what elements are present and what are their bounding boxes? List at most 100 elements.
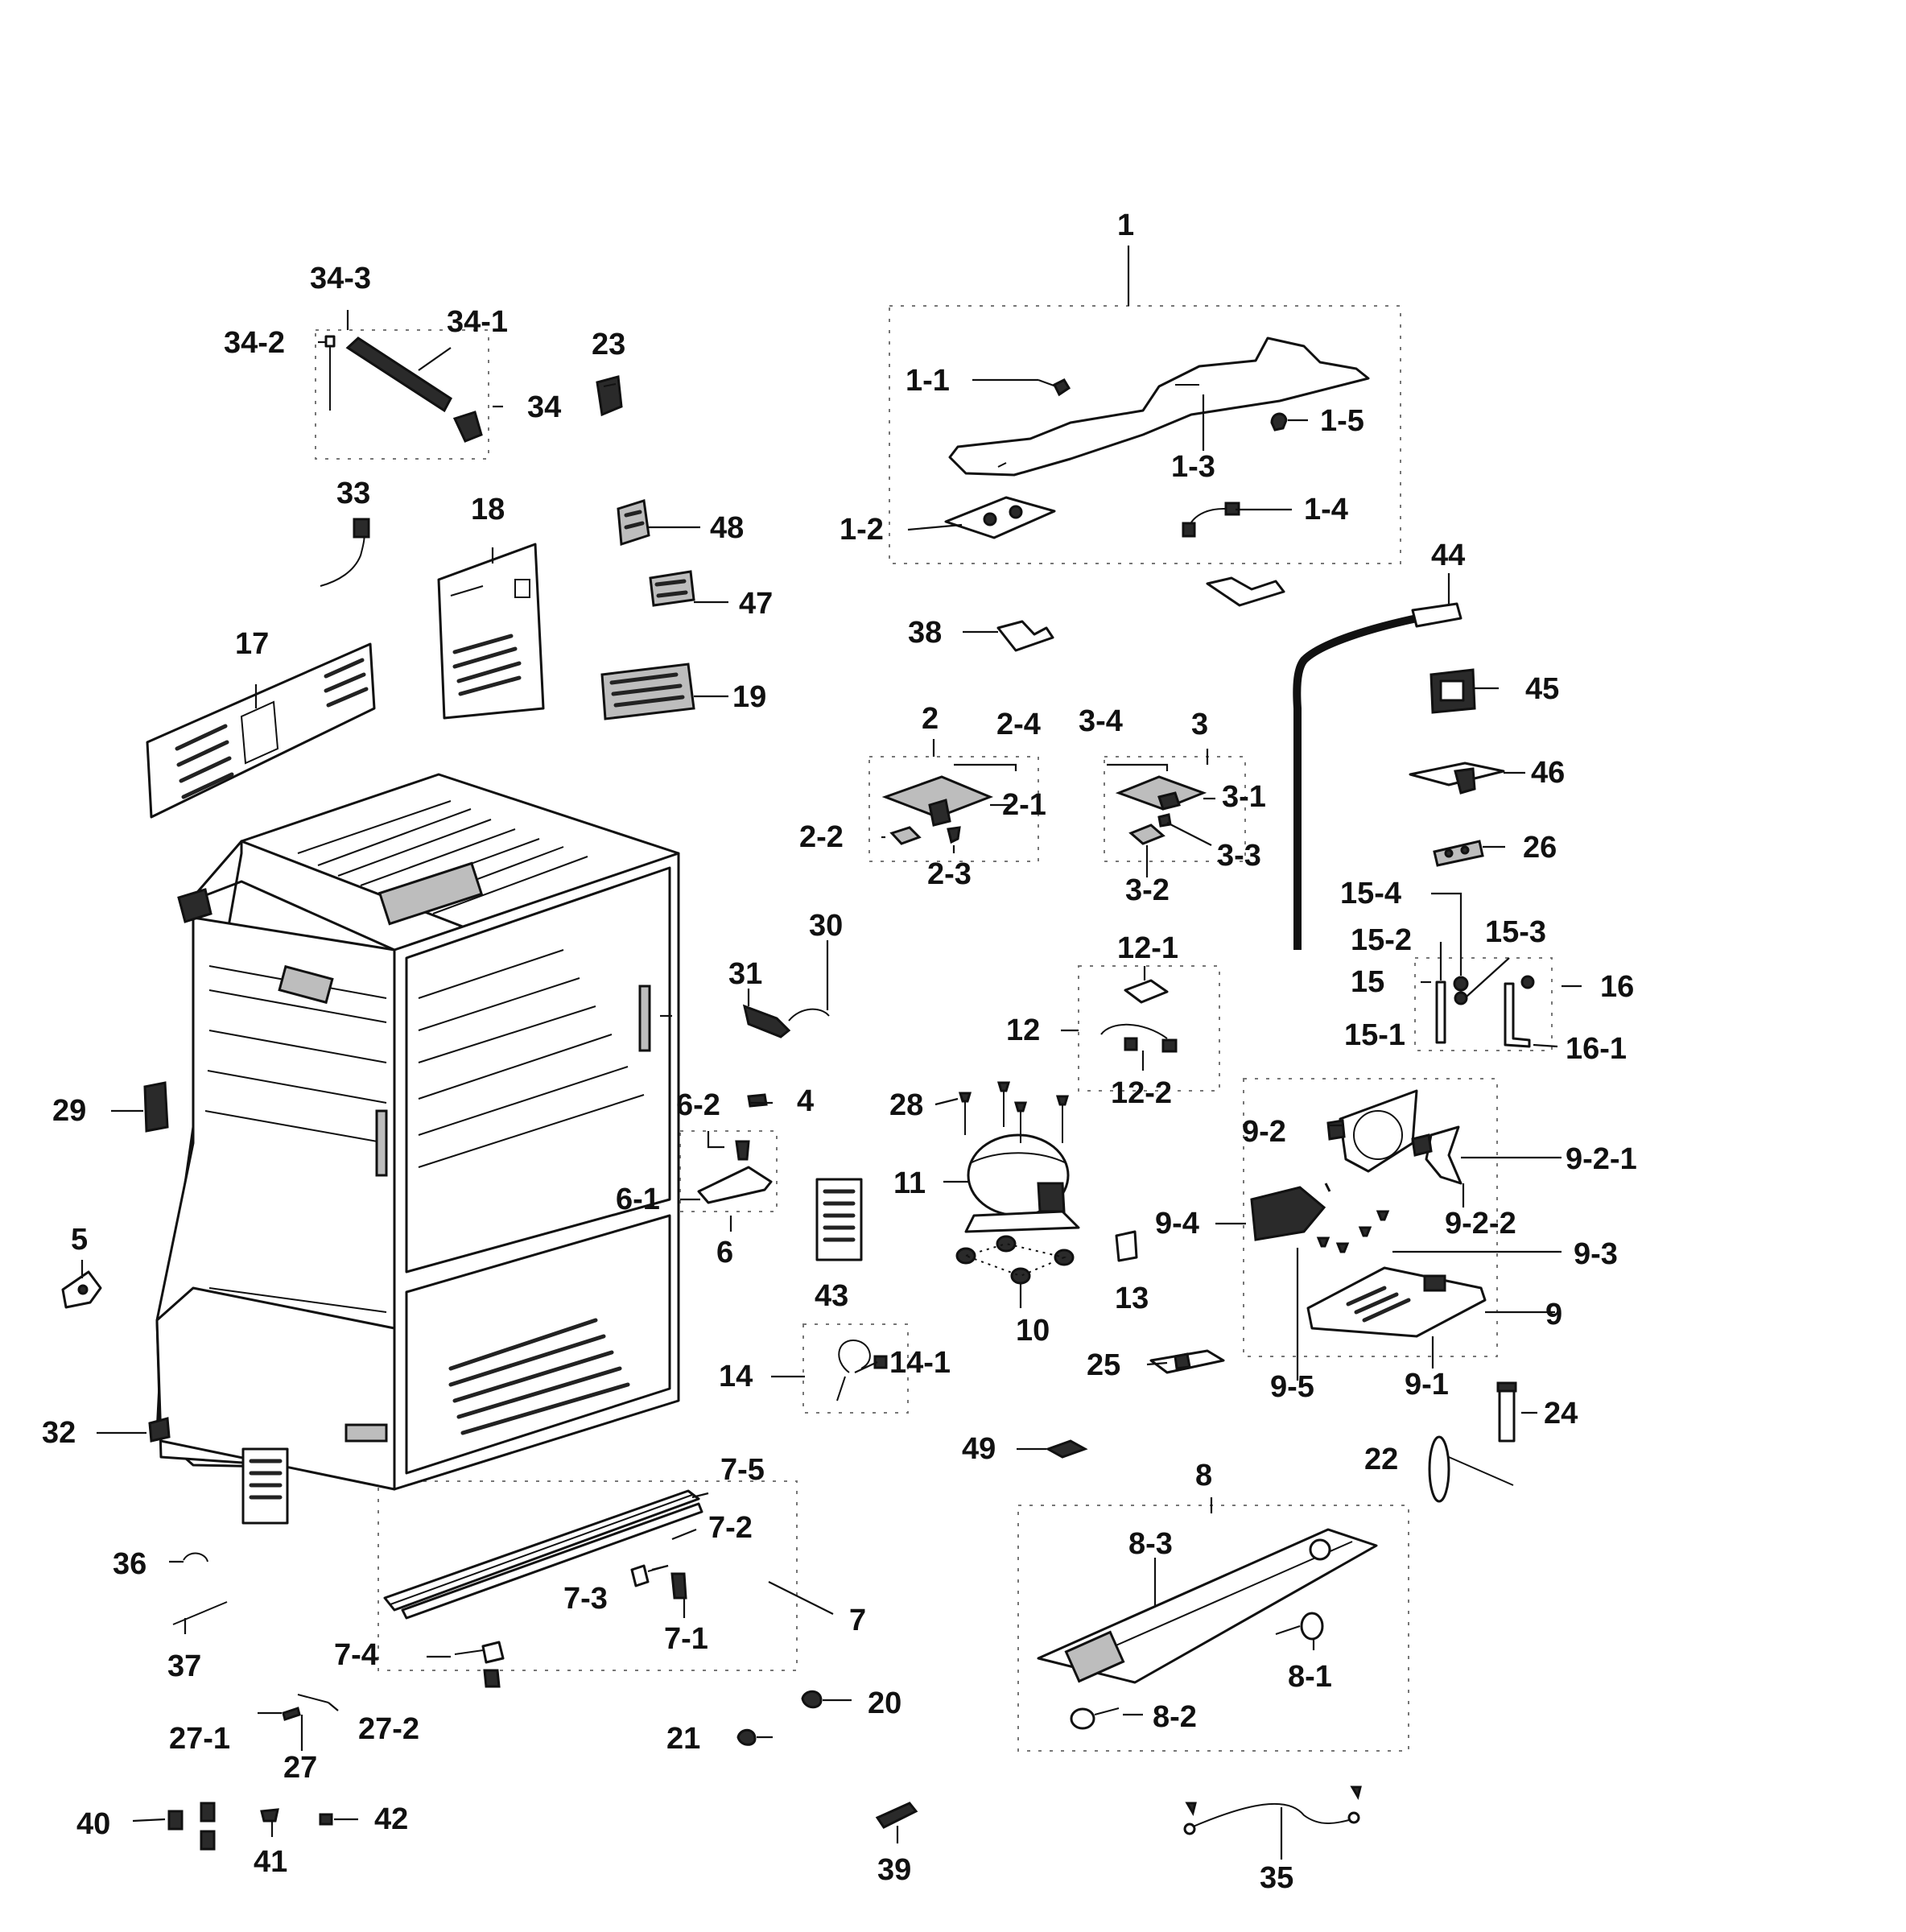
group-box-34 xyxy=(315,329,489,460)
group-box-14 xyxy=(802,1323,909,1414)
label-15: 15 xyxy=(1351,965,1384,999)
label-1-1: 1-1 xyxy=(906,364,950,398)
label-26: 26 xyxy=(1523,831,1557,865)
label-27: 27 xyxy=(283,1751,317,1785)
label-1-5: 1-5 xyxy=(1320,404,1364,438)
part-39-fitting xyxy=(875,1802,918,1829)
label-12-1: 12-1 xyxy=(1117,931,1178,965)
part-32-block xyxy=(148,1417,171,1443)
part-13-relay xyxy=(1115,1230,1138,1262)
part-49-grommet xyxy=(1045,1439,1088,1459)
leader-lines xyxy=(80,246,1582,1860)
label-39: 39 xyxy=(877,1853,911,1887)
label-47: 47 xyxy=(739,587,773,621)
part-10-rubber-feet xyxy=(955,1235,1075,1285)
part-15-4-ring xyxy=(1453,976,1469,992)
label-2-4: 2-4 xyxy=(996,708,1041,741)
label-23: 23 xyxy=(592,328,625,361)
label-1-2: 1-2 xyxy=(840,513,884,547)
label-3: 3 xyxy=(1191,708,1208,741)
part-48-board xyxy=(617,499,650,547)
part-2-2-block xyxy=(889,826,922,845)
part-3-2-block xyxy=(1128,824,1165,845)
label-49: 49 xyxy=(962,1432,996,1466)
label-2-2: 2-2 xyxy=(799,820,844,854)
part-7-1-foot xyxy=(670,1572,687,1600)
label-27-1: 27-1 xyxy=(169,1722,230,1756)
label-30: 30 xyxy=(809,909,843,943)
label-8-2: 8-2 xyxy=(1153,1700,1197,1734)
label-4: 4 xyxy=(797,1084,814,1118)
label-14-1: 14-1 xyxy=(889,1346,951,1380)
group-box-1 xyxy=(889,305,1401,564)
label-44: 44 xyxy=(1431,539,1465,572)
part-21-grommet xyxy=(736,1728,757,1746)
part-9-1-fan-base xyxy=(1306,1266,1487,1338)
label-9: 9 xyxy=(1545,1298,1562,1331)
group-box-15-16 xyxy=(1414,957,1553,1051)
part-16-1-tube xyxy=(1504,982,1531,1048)
part-2-1-plate xyxy=(881,775,994,819)
part-15-1-tube xyxy=(1435,980,1446,1044)
label-31: 31 xyxy=(728,957,762,991)
part-14-harness xyxy=(836,1339,871,1402)
label-9-2-1: 9-2-1 xyxy=(1566,1142,1637,1176)
group-box-3 xyxy=(1104,756,1246,862)
part-8-2-roller xyxy=(1070,1707,1095,1730)
label-22: 22 xyxy=(1364,1443,1398,1476)
part-31-bracket xyxy=(742,1004,791,1038)
label-27-2: 27-2 xyxy=(358,1712,419,1746)
part-7-4-roller xyxy=(481,1641,505,1664)
part-47-board xyxy=(649,570,695,607)
group-box-7 xyxy=(377,1480,798,1671)
part-4-clip xyxy=(747,1093,768,1108)
label-28: 28 xyxy=(889,1088,923,1122)
part-6-1-hinge xyxy=(697,1166,773,1204)
part-28-screw xyxy=(958,1092,972,1103)
label-34-1: 34-1 xyxy=(447,305,508,339)
label-9-5: 9-5 xyxy=(1270,1370,1314,1404)
label-35: 35 xyxy=(1260,1861,1293,1895)
label-29: 29 xyxy=(52,1094,86,1128)
label-15-2: 15-2 xyxy=(1351,923,1412,957)
label-7: 7 xyxy=(849,1604,866,1637)
label-3-3: 3-3 xyxy=(1217,839,1261,873)
part-23-cover xyxy=(596,375,623,417)
label-9-3: 9-3 xyxy=(1574,1237,1618,1271)
label-45: 45 xyxy=(1525,672,1559,706)
labels: 1 1-1 1-2 1-3 1-4 1-5 2 2-1 2-2 2-3 2-4 … xyxy=(42,208,1637,1895)
part-38-bracket xyxy=(996,620,1054,652)
cabinet xyxy=(155,773,680,1491)
label-18: 18 xyxy=(471,493,505,526)
group-box-12 xyxy=(1078,965,1220,1092)
label-36: 36 xyxy=(113,1547,146,1581)
label-11: 11 xyxy=(893,1166,926,1200)
label-12-2: 12-2 xyxy=(1111,1076,1172,1110)
label-16: 16 xyxy=(1600,970,1634,1004)
label-13: 13 xyxy=(1115,1282,1149,1315)
label-41: 41 xyxy=(254,1845,287,1879)
part-34-1-heater xyxy=(345,336,452,413)
label-6-2: 6-2 xyxy=(676,1088,720,1122)
label-17: 17 xyxy=(235,627,269,661)
label-48: 48 xyxy=(710,511,744,545)
label-6: 6 xyxy=(716,1236,733,1269)
label-34: 34 xyxy=(527,390,561,424)
part-15-3-ring xyxy=(1454,991,1468,1005)
part-1-5-clip xyxy=(1270,412,1288,431)
label-1: 1 xyxy=(1117,208,1134,242)
part-26-switch xyxy=(1433,840,1484,867)
part-12-2-harness xyxy=(1100,1023,1168,1039)
label-3-4: 3-4 xyxy=(1079,704,1123,738)
label-9-4: 9-4 xyxy=(1155,1207,1199,1241)
label-33: 33 xyxy=(336,477,370,510)
label-7-1: 7-1 xyxy=(664,1622,708,1656)
part-37-pin xyxy=(172,1601,228,1625)
part-40-clips xyxy=(167,1802,216,1851)
label-2-1: 2-1 xyxy=(1002,788,1046,822)
label-1-3: 1-3 xyxy=(1171,450,1215,484)
part-7-5-rail xyxy=(383,1489,700,1612)
part-9-4-motor xyxy=(1250,1186,1326,1241)
part-1-2-plate xyxy=(944,496,1056,539)
